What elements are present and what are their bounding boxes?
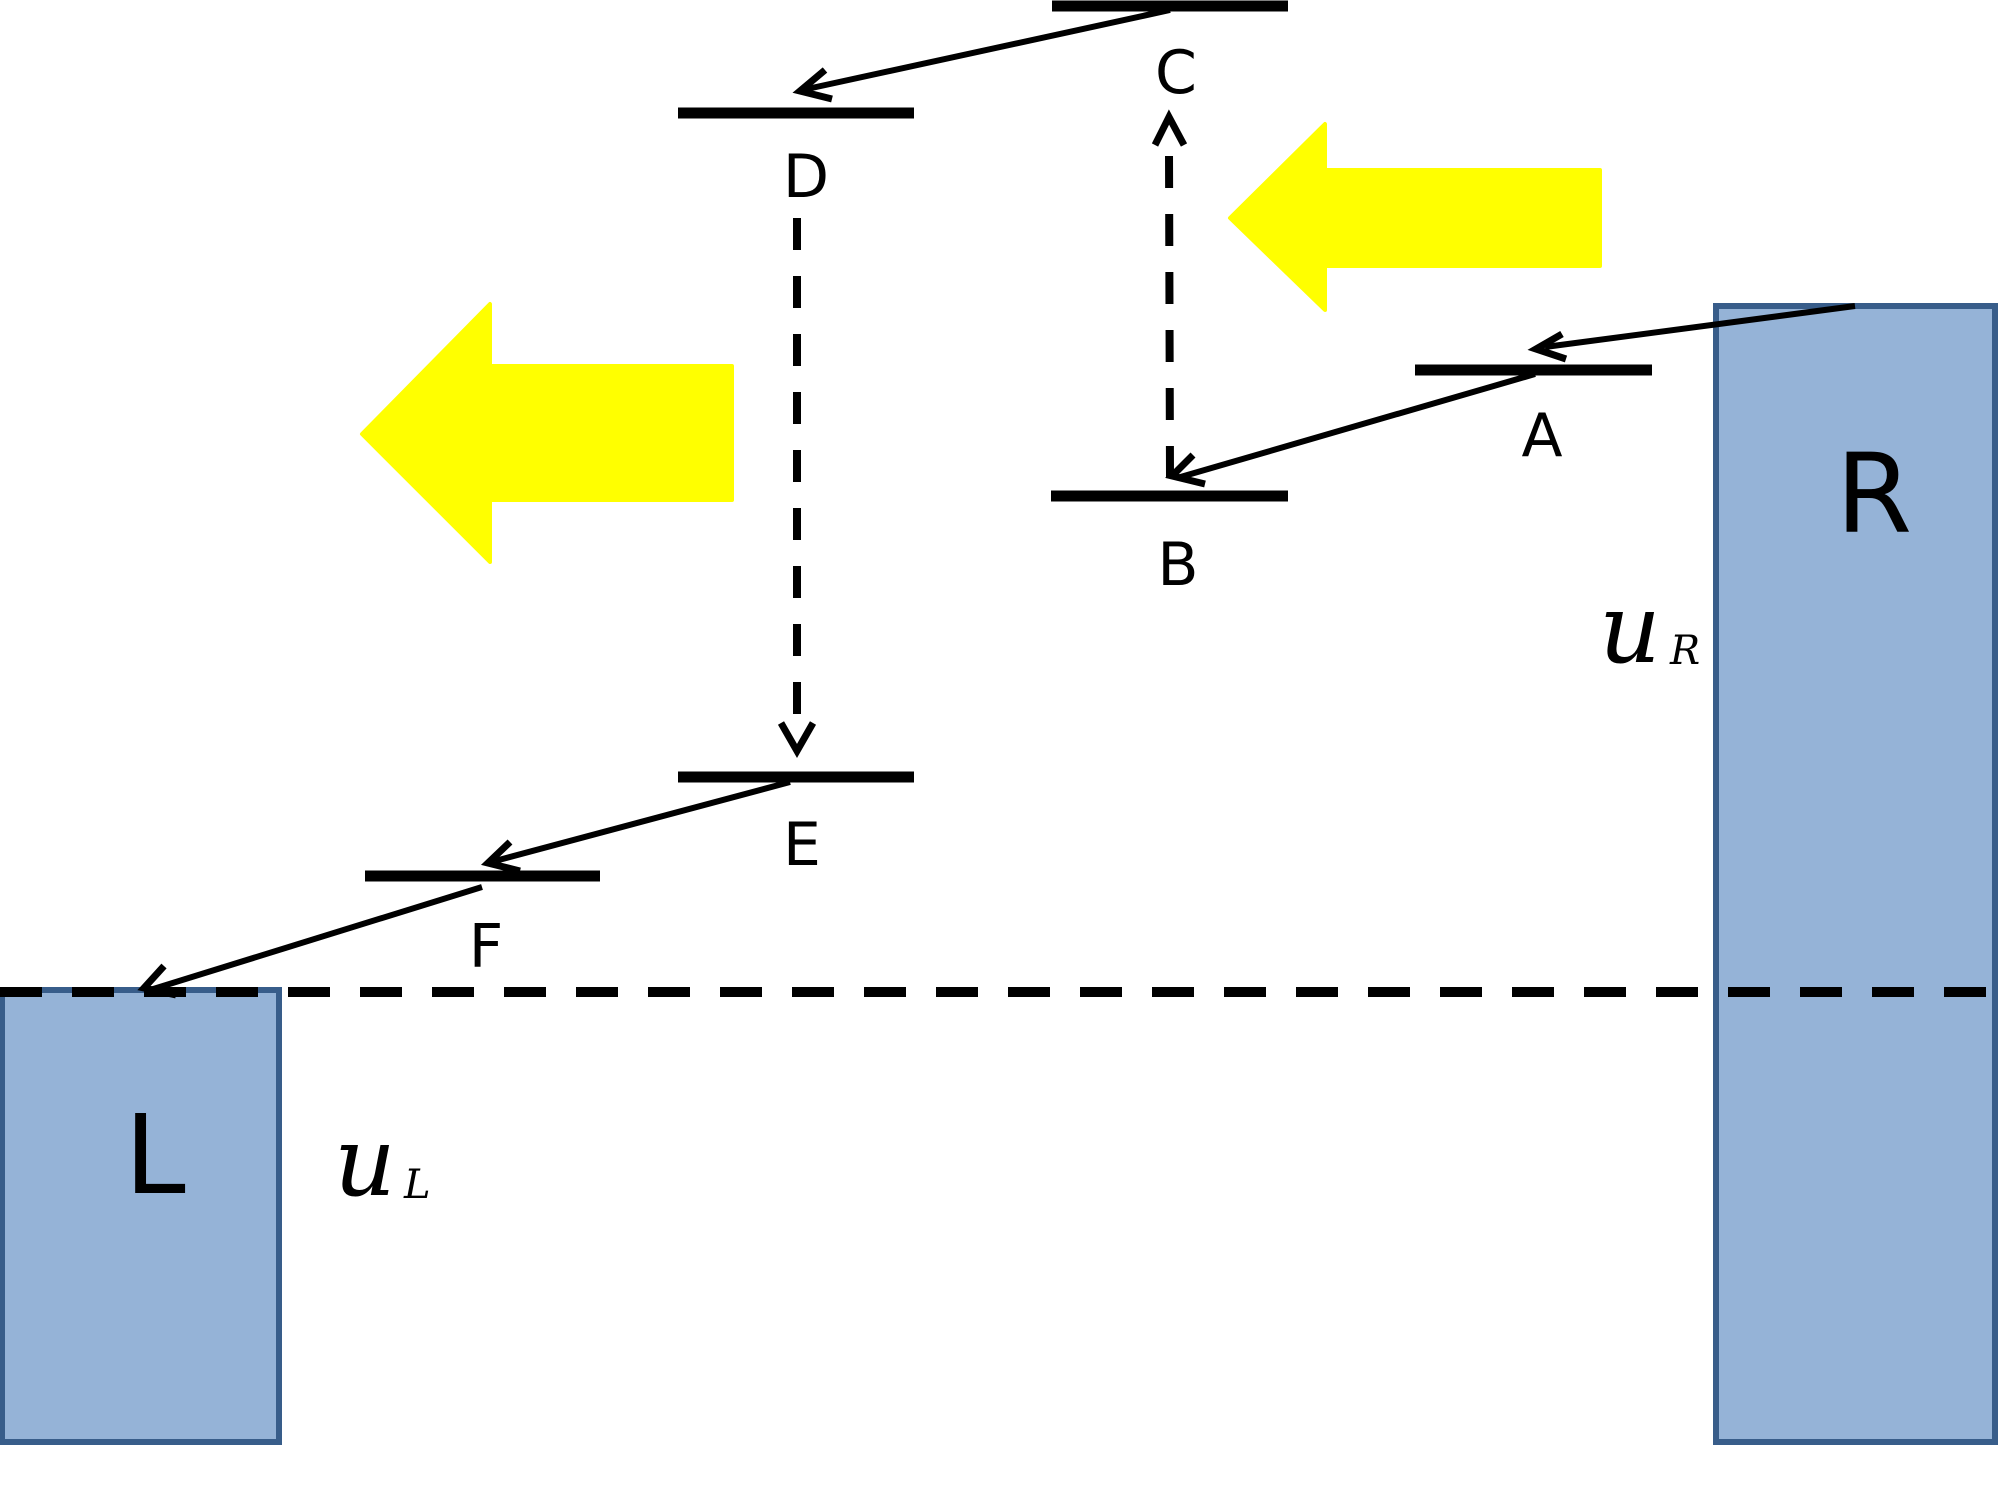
transition-a-to-b	[1165, 371, 1536, 488]
left-lead-label: L	[124, 1091, 185, 1219]
transition-f-to-l	[137, 884, 483, 999]
level-a-label: A	[1521, 401, 1562, 471]
mu-right-label: u R	[1599, 573, 1700, 685]
left-lead	[0, 987, 282, 1445]
mu-left-symbol: u	[334, 1106, 396, 1218]
transition-c-to-d	[792, 7, 1171, 103]
mu-left-label: u L	[334, 1106, 431, 1218]
yellow-arrow-upper	[1228, 122, 1602, 312]
level-f-label: F	[469, 912, 504, 982]
level-e-label: E	[783, 810, 821, 880]
right-lead	[1713, 303, 1998, 1445]
mu-right-symbol: u	[1599, 573, 1661, 685]
mu-right-subscript: R	[1669, 628, 1700, 674]
level-c-label: C	[1155, 38, 1197, 108]
transition-e-to-f	[480, 779, 791, 875]
mu-left-subscript: L	[403, 1162, 431, 1208]
right-lead-label: R	[1836, 430, 1912, 558]
transition-d-to-e-dashed	[777, 218, 817, 759]
transition-r-to-a	[1527, 303, 1856, 363]
transition-b-to-c-dashed	[1151, 109, 1188, 479]
level-b-label: B	[1157, 530, 1198, 600]
level-d-label: D	[783, 142, 829, 212]
yellow-arrow-lower	[360, 302, 734, 564]
